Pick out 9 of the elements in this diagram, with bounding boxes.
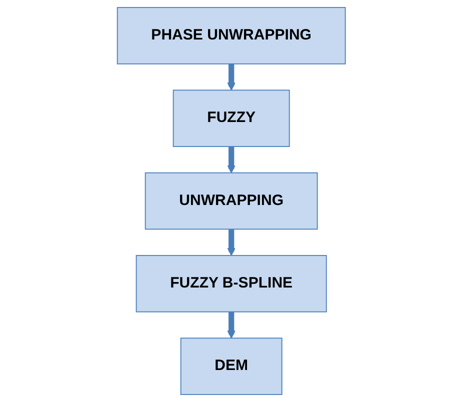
arrow (226, 63, 236, 91)
arrow (226, 311, 236, 338)
node-box: FUZZY (172, 90, 290, 147)
arrow (226, 228, 236, 256)
node-box: DEM (180, 338, 282, 395)
node-box: PHASE UNWRAPPING (116, 7, 346, 64)
arrow (226, 146, 236, 174)
node-box: FUZZY B-SPLINE (136, 255, 327, 312)
node-box: UNWRAPPING (144, 172, 318, 230)
